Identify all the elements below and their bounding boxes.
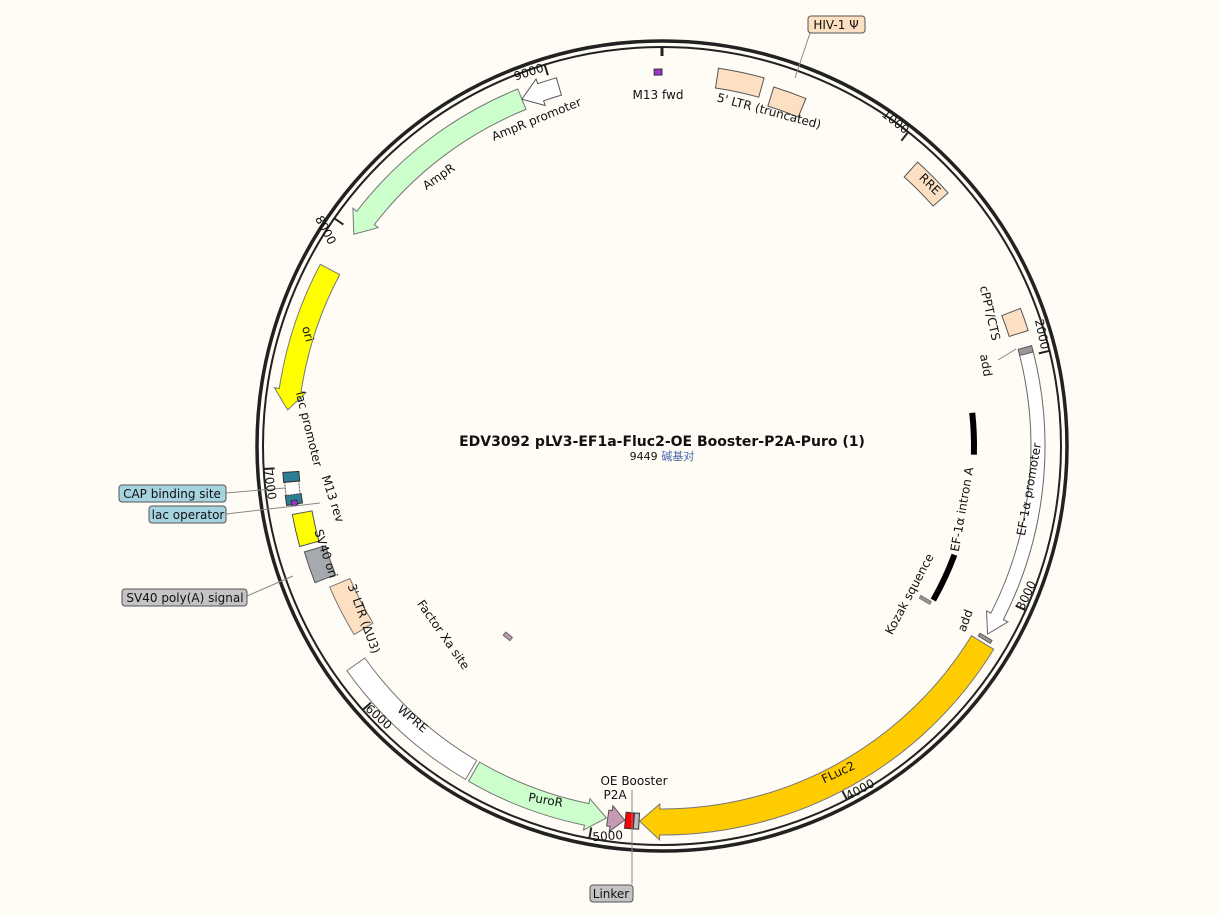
tick-label-7000: 7000: [261, 468, 279, 500]
rre-feature[interactable]: [903, 161, 949, 207]
lac-operator-feature[interactable]: [284, 492, 304, 506]
tick-2000: [1038, 349, 1050, 355]
tick-label-5000: 5000: [592, 828, 623, 844]
callout-sv40-polya[interactable]: SV40 poly(A) signal: [121, 588, 248, 607]
label-puror: PuroR: [527, 790, 564, 810]
m13-fwd-feature[interactable]: [653, 68, 663, 76]
label-m13-rev: M13 rev: [319, 473, 347, 524]
tick-8000: [333, 217, 344, 226]
tick-label-9000: 9000: [512, 61, 545, 84]
label-add-1: add: [977, 353, 995, 378]
callout-cap-text: CAP binding site: [123, 487, 221, 501]
label-factor-xa: Factor Xa site: [414, 597, 472, 672]
p2a-arrow[interactable]: [606, 804, 626, 833]
ef1a-intron-a-segment-2[interactable]: [930, 553, 958, 602]
tick-marks: [263, 47, 1050, 839]
label-m13-fwd: M13 fwd: [633, 88, 684, 102]
cap-leader: [225, 487, 286, 494]
tick-4000: [840, 789, 848, 801]
add1-leader: [997, 348, 1017, 361]
callout-cap-binding-site[interactable]: CAP binding site: [118, 484, 227, 503]
hiv-psi-leader: [794, 32, 811, 79]
ef1a-intron-a-segment-1[interactable]: [969, 412, 978, 455]
tick-3000: [1015, 604, 1027, 612]
ampr-promoter-arrow[interactable]: [521, 77, 563, 107]
tick-9000: [543, 64, 549, 76]
label-kozak: Kozak squence: [882, 551, 936, 637]
tick-1000: [900, 131, 909, 142]
length-unit: 碱基对: [661, 449, 694, 463]
wpre-feature[interactable]: [346, 657, 478, 781]
callout-lac-operator-text: lac operator: [152, 508, 225, 522]
fluc2-arrow[interactable]: [638, 635, 995, 842]
sv40-polya-leader: [246, 575, 294, 597]
puror-arrow[interactable]: [467, 761, 608, 832]
sv40-ori-feature[interactable]: [291, 510, 320, 548]
ef1a-promoter-arrow[interactable]: [985, 351, 1046, 635]
lac-operator-leader: [225, 502, 321, 515]
tick-6000: [362, 701, 372, 711]
cppt-feature[interactable]: [1001, 307, 1029, 338]
ltr5-feature-b[interactable]: [767, 86, 807, 118]
callout-hiv-psi-text: HIV-1 Ψ: [813, 18, 858, 32]
callout-linker[interactable]: Linker: [589, 884, 634, 903]
m13-rev-feature[interactable]: [290, 499, 299, 507]
sv40-polya-feature[interactable]: [303, 545, 337, 584]
length-value: 9449: [630, 450, 658, 463]
lac-promoter-feature[interactable]: [284, 480, 301, 497]
label-ltr5: 5' LTR (truncated): [715, 91, 822, 132]
kozak-feature[interactable]: [918, 594, 932, 605]
callout-linker-text: Linker: [593, 887, 630, 901]
callout-hiv-psi[interactable]: HIV-1 Ψ: [807, 15, 866, 34]
ori-arrow[interactable]: [273, 263, 341, 411]
tick-7000: [263, 467, 275, 470]
oe-booster-feature[interactable]: [623, 811, 635, 830]
callout-lac-operator[interactable]: lac operator: [148, 505, 227, 524]
factor-xa-feature[interactable]: [502, 631, 514, 642]
ampr-arrow[interactable]: [352, 88, 527, 235]
cap-site-feature[interactable]: [282, 470, 301, 483]
tick-label-2000: 2000: [1032, 318, 1052, 351]
ltr5-feature-a[interactable]: [714, 67, 765, 98]
label-add-2: add: [955, 608, 976, 634]
callout-sv40-polya-text: SV40 poly(A) signal: [126, 591, 243, 605]
plasmid-title: EDV3092 pLV3-EF1a-Fluc2-OE Booster-P2A-P…: [459, 434, 865, 450]
label-ef1a-intron: EF-1α intron A: [948, 465, 977, 552]
label-p2a: P2A: [603, 788, 627, 802]
tick-5000: [588, 827, 593, 839]
label-oe-booster: OE Booster: [600, 774, 667, 788]
label-ori: ori: [299, 325, 317, 344]
ltr3-feature[interactable]: [329, 577, 374, 636]
label-lac-promoter: lac promoter: [293, 390, 325, 468]
add-feature-2[interactable]: [977, 632, 993, 644]
backbone-outer: [255, 39, 1069, 853]
plasmid-length: 9449 碱基对: [630, 449, 695, 463]
label-cppt: cPPT/CTS: [977, 284, 1003, 342]
